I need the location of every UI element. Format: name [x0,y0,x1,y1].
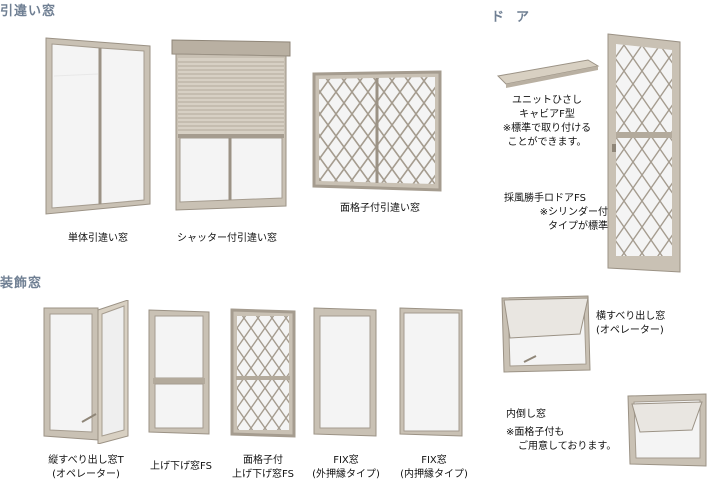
ventilation-door-image [606,32,682,276]
grille-sliding-caption: 面格子付引違い窓 [340,203,420,214]
awning-caption-line2: (オペレーター) [596,325,664,336]
hopper-caption-line2: ※面格子付も [506,427,565,438]
ventilation-door-caption-line1: 採風勝手ロドアFS [504,193,586,204]
double-hung-caption: 上げ下げ窓FS [150,461,212,472]
fix-outer-caption-line2: (外押縁タイプ) [312,469,380,480]
section-title-decorative: 装飾窓 [0,276,43,291]
fix-inner-window-image [398,306,466,438]
ventilation-door-caption-line2: ※シリンダー付 [539,207,608,218]
single-sliding-window-image [44,36,152,216]
single-sliding-caption: 単体引違い窓 [68,233,128,244]
hopper-caption-line3: ご用意しております。 [518,441,617,452]
canopy-image [496,58,600,88]
fix-inner-caption-line2: (内押縁タイプ) [400,469,468,480]
fix-inner-caption-line1: FIX窓 [421,455,447,466]
casement-caption-line2: (オペレーター) [52,469,120,480]
canopy-caption-line2: キャビアF型 [519,109,575,120]
fix-outer-caption-line1: FIX窓 [333,455,359,466]
section-title-sliding: 引違い窓 [0,4,57,19]
shutter-sliding-caption: シャッター付引違い窓 [177,233,277,244]
hopper-window-image [626,392,708,468]
canopy-caption-line4: ことができます。 [507,137,587,148]
grille-double-hung-caption-line2: 上げ下げ窓FS [232,469,294,480]
awning-caption-line1: 横すべり出し窓 [596,311,666,322]
grille-double-hung-caption-line1: 面格子付 [243,455,283,466]
canopy-caption-line3: ※標準で取り付ける [502,123,592,134]
section-title-door: ドア [491,10,542,25]
fix-outer-window-image [312,306,380,438]
canopy-caption-line1: ユニットひさし [512,95,582,106]
shutter-sliding-window-image [170,38,292,214]
ventilation-door-caption-line3: タイプが標準 [548,221,608,232]
casement-caption-line1: 縦すべり出し窓T [48,455,124,466]
double-hung-window-image [147,308,213,436]
casement-window-image [42,300,132,444]
hopper-caption-line1: 内倒し窓 [506,409,546,420]
awning-window-image [500,294,594,376]
grille-double-hung-window-image [230,308,296,438]
grille-sliding-window-image [312,70,442,194]
